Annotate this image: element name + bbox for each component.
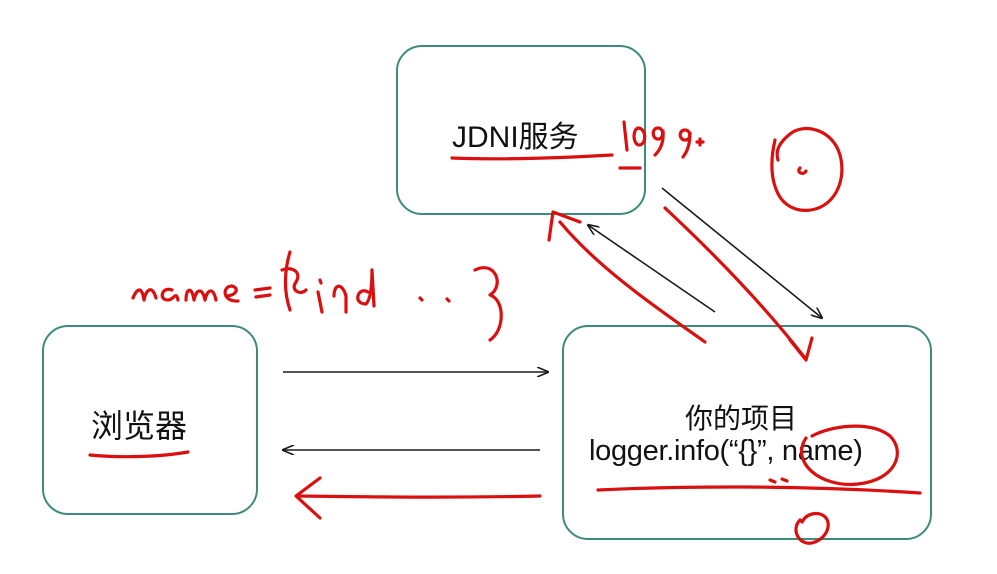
arrow-project-to-jndi xyxy=(588,225,716,313)
jndi-service-node xyxy=(396,45,646,215)
red-arrow-to-browser xyxy=(296,494,542,499)
browser-node xyxy=(42,325,258,515)
scribble-circle-top xyxy=(770,126,844,212)
project-title: 你的项目 xyxy=(685,403,798,434)
jndi-service-label: JDNI服务 xyxy=(452,121,579,154)
arrow-jndi-to-project xyxy=(661,187,822,318)
red-arrow-to-jndi xyxy=(558,220,707,344)
project-code-line: logger.info(“{}”, name) xyxy=(589,435,863,467)
browser-label: 浏览器 xyxy=(91,408,188,444)
